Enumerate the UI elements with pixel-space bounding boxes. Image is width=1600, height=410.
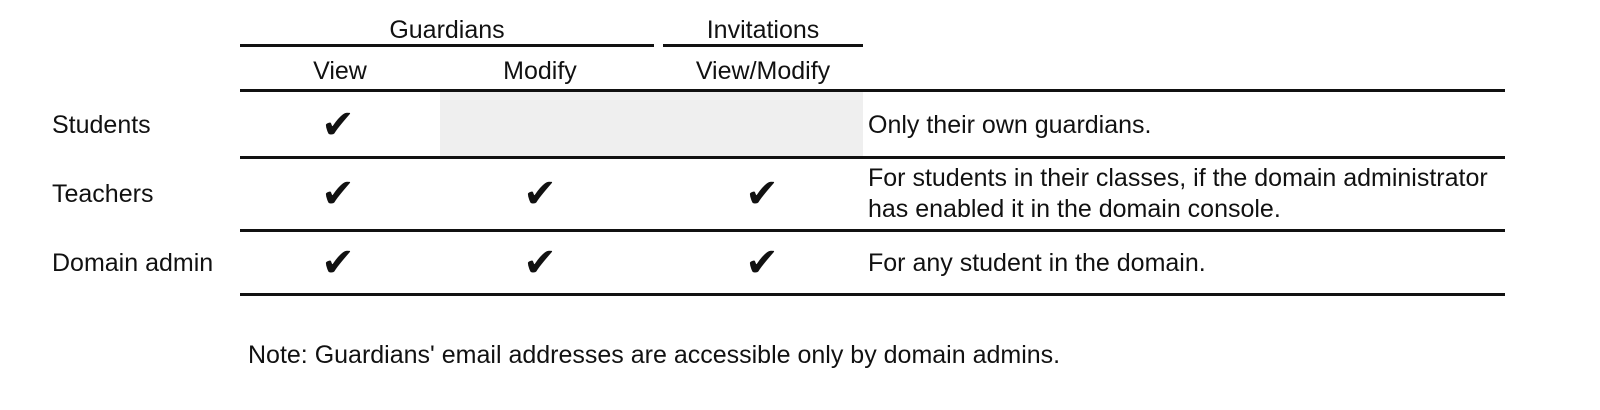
group-rule-invitations [663, 44, 863, 47]
check-icon-teachers-modify: ✔ [523, 171, 557, 217]
row-label-teachers: Teachers [52, 180, 154, 208]
check-icon-domain-admin-invitations: ✔ [745, 240, 779, 286]
group-rule-guardians [240, 44, 654, 47]
check-icon-teachers-invitations: ✔ [745, 171, 779, 217]
column-header-modify: Modify [503, 57, 577, 85]
group-header-invitations: Invitations [706, 16, 820, 44]
row-label-domain-admin: Domain admin [52, 249, 214, 277]
check-icon-domain-admin-modify: ✔ [523, 240, 557, 286]
table-footnote: Note: Guardians' email addresses are acc… [248, 341, 1061, 369]
check-icon-students-view: ✔ [321, 102, 355, 148]
check-icon-teachers-view: ✔ [321, 171, 355, 217]
column-header-view-modify: View/Modify [695, 57, 831, 85]
row-notes-students: Only their own guardians. [868, 111, 1152, 139]
check-icon-domain-admin-view: ✔ [321, 240, 355, 286]
table-rule-header-bottom [240, 89, 1505, 92]
shaded-cell-students-modify [440, 92, 863, 156]
row-notes-domain-admin: For any student in the domain. [868, 249, 1206, 277]
table-rule-bottom [240, 293, 1505, 296]
row-notes-teachers: For students in their classes, if the do… [868, 164, 1488, 223]
group-header-guardians: Guardians [389, 16, 505, 44]
column-header-view: View [313, 57, 367, 85]
table-rule-after-students [240, 156, 1505, 159]
row-label-students: Students [52, 111, 151, 139]
table-rule-after-teachers [240, 229, 1505, 232]
